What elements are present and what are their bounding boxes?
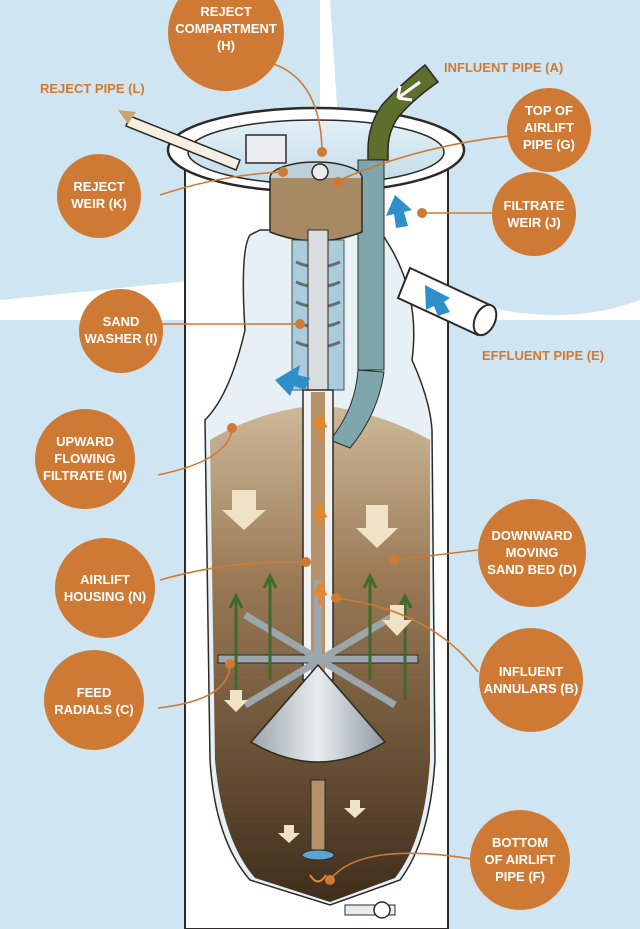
callout-influent-annulars: INFLUENT ANNULARS (B): [479, 628, 583, 732]
callout-text: RADIALS (C): [54, 702, 133, 717]
callout-text: (H): [217, 38, 235, 53]
callout-text: AIRLIFT: [80, 572, 130, 587]
callout-text: UPWARD: [56, 434, 114, 449]
callout-text: MOVING: [506, 545, 559, 560]
callout-text: ANNULARS (B): [484, 681, 579, 696]
callout-text: PIPE (F): [495, 869, 545, 884]
reject-pipe-label: REJECT PIPE (L): [40, 81, 145, 96]
callout-text: FILTRATE: [504, 198, 565, 213]
callout-bottom-of-airlift: BOTTOM OF AIRLIFT PIPE (F): [470, 810, 570, 910]
callout-text: BOTTOM: [492, 835, 548, 850]
valve-icon: [344, 901, 396, 919]
callout-text: REJECT: [200, 4, 251, 19]
callout-text: OF AIRLIFT: [484, 852, 555, 867]
callout-text: FEED: [77, 685, 112, 700]
callout-reject-compartment: REJECT COMPARTMENT (H): [168, 0, 284, 91]
callout-text: WEIR (K): [71, 196, 127, 211]
callout-text: FLOWING: [54, 451, 115, 466]
reject-pipe: [118, 110, 241, 171]
callout-text: WEIR (J): [507, 215, 560, 230]
callout-text: SAND BED (D): [487, 562, 577, 577]
callout-text: INFLUENT: [499, 664, 563, 679]
callout-filtrate-weir: FILTRATE WEIR (J): [492, 172, 576, 256]
callout-text: COMPARTMENT: [175, 21, 277, 36]
effluent-pipe-label: EFFLUENT PIPE (E): [482, 348, 604, 363]
callout-text: WASHER (I): [85, 331, 158, 346]
callout-airlift-housing: AIRLIFT HOUSING (N): [55, 538, 155, 638]
influent-pipe-label: INFLUENT PIPE (A): [444, 60, 563, 75]
callout-text: AIRLIFT: [524, 120, 574, 135]
callout-text: PIPE (G): [523, 137, 575, 152]
callout-sand-washer: SAND WASHER (I): [79, 289, 163, 373]
callout-top-of-airlift: TOP OF AIRLIFT PIPE (G): [507, 88, 591, 172]
callout-text: REJECT: [73, 179, 124, 194]
distribution-cone: [249, 663, 387, 763]
leader-lines: [157, 59, 519, 881]
sand-arrows: [222, 490, 412, 843]
callout-text: SAND: [103, 314, 140, 329]
callout-text: FILTRATE (M): [43, 468, 127, 483]
callout-text: DOWNWARD: [492, 528, 573, 543]
callout-text: HOUSING (N): [64, 589, 146, 604]
leader-dots: [225, 147, 427, 885]
callout-text: TOP OF: [525, 103, 573, 118]
callout-reject-weir: REJECT WEIR (K): [57, 154, 141, 238]
water-arrows: [275, 195, 450, 396]
callout-downward-sand: DOWNWARD MOVING SAND BED (D): [478, 499, 586, 607]
callout-upward-filtrate: UPWARD FLOWING FILTRATE (M): [35, 409, 135, 509]
airlift-flow-arrows: [309, 412, 328, 883]
callout-feed-radials: FEED RADIALS (C): [44, 650, 144, 750]
